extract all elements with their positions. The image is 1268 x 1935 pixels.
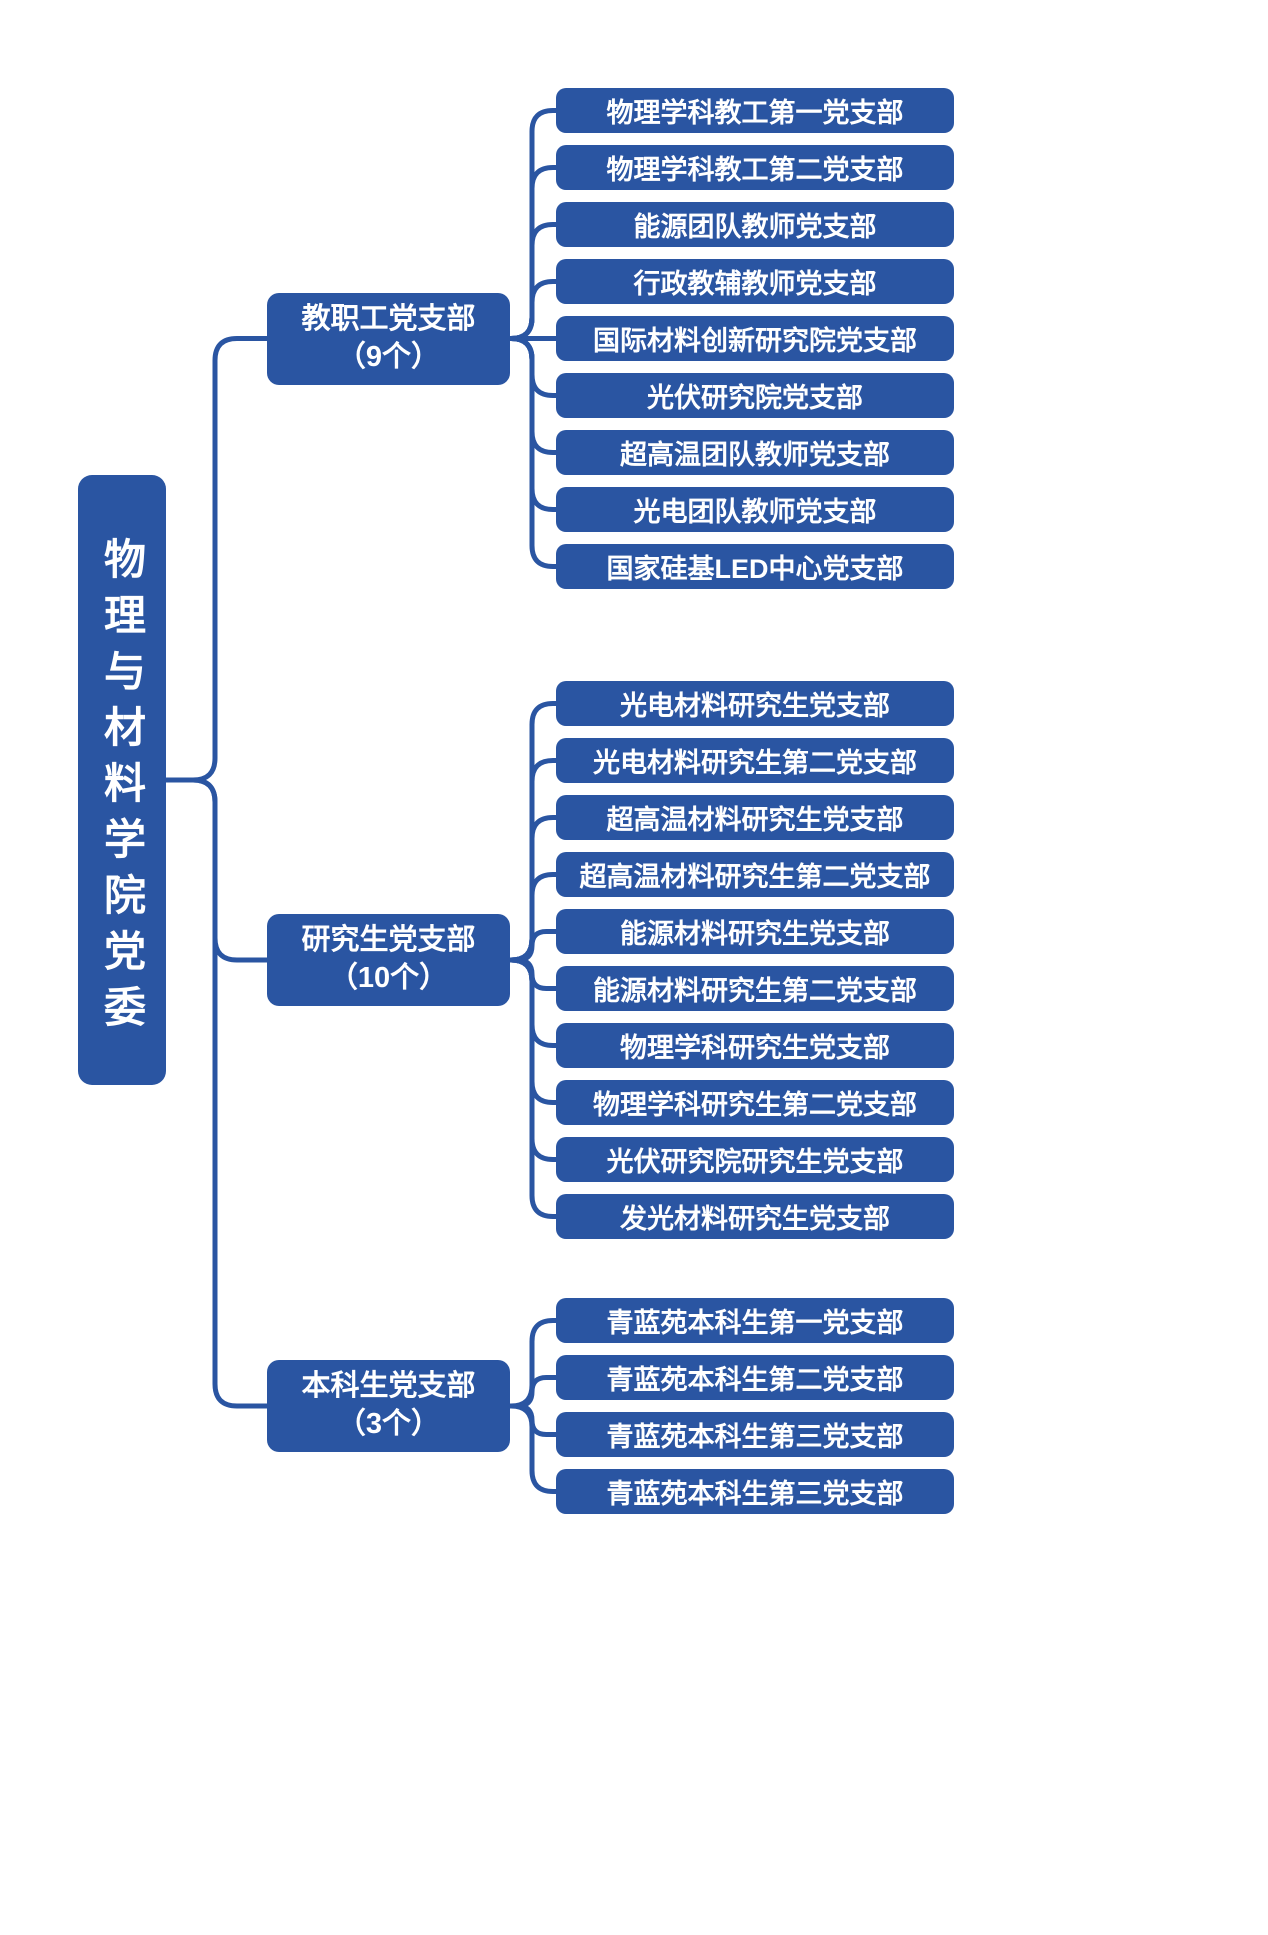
branch-node: 本科生党支部 （3个） — [267, 1360, 510, 1452]
leaf-node: 国际材料创新研究院党支部 — [556, 316, 954, 361]
leaf-node: 青蓝苑本科生第三党支部 — [556, 1412, 954, 1457]
leaf-node: 能源团队教师党支部 — [556, 202, 954, 247]
branch-label-line2: （3个） — [336, 1408, 441, 1440]
leaf-node: 物理学科研究生第二党支部 — [556, 1080, 954, 1125]
connector-path — [507, 929, 559, 963]
connector-path — [507, 336, 559, 569]
connector-path — [507, 279, 559, 341]
leaf-node: 物理学科教工第二党支部 — [556, 145, 954, 190]
branch-node: 教职工党支部 （9个） — [267, 292, 510, 385]
connector-path — [507, 1375, 559, 1409]
leaf-node: 发光材料研究生党支部 — [556, 1194, 954, 1239]
leaf-node: 能源材料研究生党支部 — [556, 909, 954, 954]
root-node: 物理与材料学院党委 — [78, 475, 166, 1085]
leaf-node: 物理学科教工第一党支部 — [556, 88, 954, 133]
leaf-node: 光电团队教师党支部 — [556, 487, 954, 532]
leaf-node: 超高温材料研究生第二党支部 — [556, 852, 954, 897]
leaf-node: 超高温团队教师党支部 — [556, 430, 954, 475]
branch-label-line1: 研究生党支部 — [301, 924, 476, 957]
leaf-node: 能源材料研究生第二党支部 — [556, 966, 954, 1011]
leaf-node: 青蓝苑本科生第一党支部 — [556, 1298, 954, 1343]
connector-path — [163, 777, 270, 1409]
connector-path — [507, 1403, 559, 1494]
branch-label-line1: 教职工党支部 — [301, 302, 476, 335]
leaf-node: 青蓝苑本科生第二党支部 — [556, 1355, 954, 1400]
leaf-node: 超高温材料研究生党支部 — [556, 795, 954, 840]
leaf-node: 光伏研究院党支部 — [556, 373, 954, 418]
leaf-node: 光电材料研究生党支部 — [556, 681, 954, 726]
leaf-node: 光电材料研究生第二党支部 — [556, 738, 954, 783]
leaf-node: 青蓝苑本科生第三党支部 — [556, 1469, 954, 1514]
leaf-node: 光伏研究院研究生党支部 — [556, 1137, 954, 1182]
branch-label-line2: （9个） — [336, 340, 441, 373]
leaf-node: 国家硅基LED中心党支部 — [556, 544, 954, 589]
connector-path — [507, 957, 559, 1219]
connector-path — [163, 336, 270, 783]
leaf-node: 行政教辅教师党支部 — [556, 259, 954, 304]
branch-label-line2: （10个） — [328, 962, 449, 994]
leaf-node: 物理学科研究生党支部 — [556, 1023, 954, 1068]
branch-label-line1: 本科生党支部 — [301, 1370, 476, 1403]
branch-node: 研究生党支部 （10个） — [267, 914, 510, 1006]
